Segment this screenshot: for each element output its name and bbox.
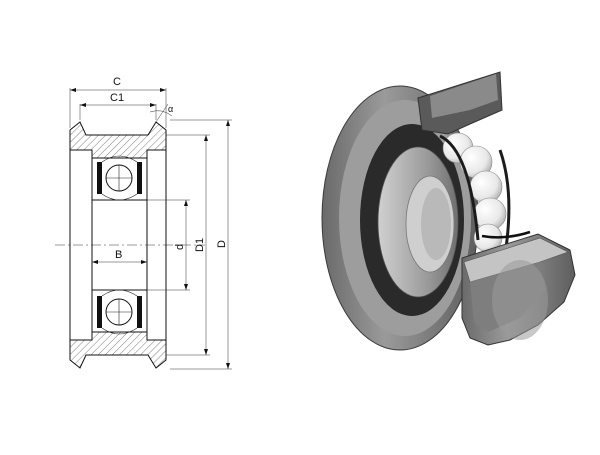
dimension-b: B: [92, 249, 147, 264]
upper-bearing-section: [91, 155, 148, 201]
label-d-outer: D: [216, 240, 228, 248]
outer-body-outline: [69, 150, 167, 340]
label-b: B: [115, 249, 122, 261]
dimension-d-bore: d: [147, 199, 190, 291]
dimension-d-outer: D: [170, 119, 232, 370]
outer-ring-lower: [69, 331, 167, 369]
label-c: C: [113, 76, 121, 88]
dimension-c: C: [69, 76, 167, 128]
label-angle: α: [168, 104, 173, 114]
bearing-render: [321, 71, 576, 351]
lower-bearing-section: [91, 289, 148, 335]
cage: [439, 134, 480, 241]
label-d1: D1: [194, 238, 206, 252]
dimension-d1: D1: [166, 134, 210, 356]
dimension-c1: C1: [79, 92, 157, 120]
label-c1: C1: [110, 92, 124, 104]
section-drawing: C C1 α B d: [55, 76, 232, 370]
label-d: d: [174, 244, 186, 250]
angle-mark: α: [149, 103, 173, 123]
outer-ring-upper: [69, 121, 167, 159]
